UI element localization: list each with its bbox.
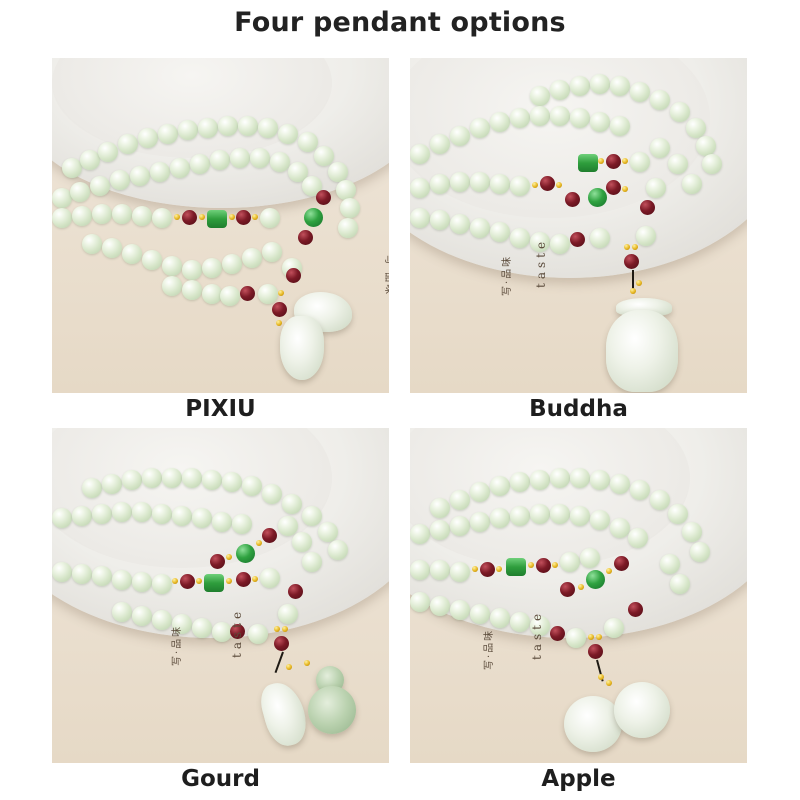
page-title: Four pendant options [234, 7, 566, 38]
paper-print-text: 写·品味 [172, 624, 183, 666]
paper-print-text: 写·品味 [502, 254, 513, 296]
product-image-gourd: taste 写·品味 [52, 428, 389, 763]
paper-print-text: taste [530, 609, 544, 660]
pixiu-pendant-icon [280, 316, 324, 380]
leaf-pendant-icon [256, 677, 312, 751]
buddha-pendant-icon [606, 310, 678, 392]
apple-pendant-icon [564, 696, 622, 752]
option-label-gourd: Gourd [181, 766, 260, 792]
apple-pendant-icon [614, 682, 670, 738]
product-image-apple: taste 写·品味 [410, 428, 747, 763]
paper-print-text: 写·品味 [484, 628, 495, 670]
option-label-buddha: Buddha [529, 396, 628, 422]
product-image-pixiu: 写·品味 [52, 58, 389, 393]
paper-print-text: taste [230, 607, 244, 658]
gourd-pendant-icon [308, 686, 356, 734]
paper-print-text: 写·品味 [383, 254, 389, 297]
option-label-pixiu: PIXIU [185, 396, 256, 422]
paper-print-text: taste [534, 237, 548, 288]
product-image-buddha: taste 写·品味 [410, 58, 747, 393]
option-label-apple: Apple [541, 766, 616, 792]
